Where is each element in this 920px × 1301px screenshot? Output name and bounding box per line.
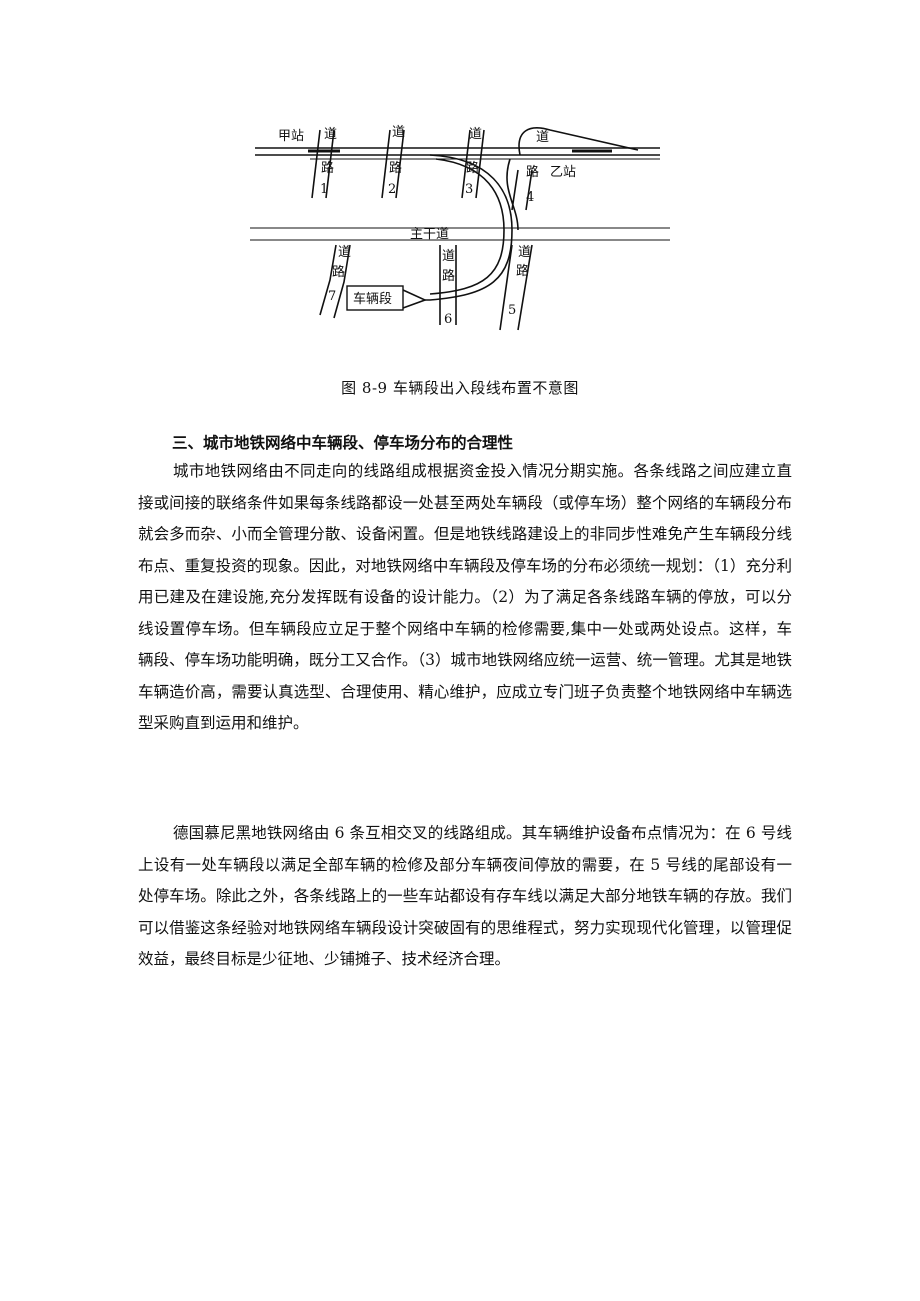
label-road-3-num: 3	[465, 182, 473, 197]
label-road-7-a: 道	[338, 245, 351, 260]
label-station-b: 乙站	[550, 165, 576, 180]
label-station-a: 甲站	[278, 129, 304, 144]
section-heading: 三、城市地铁网络中车辆段、停车场分布的合理性	[172, 433, 514, 452]
label-road-1-num: 1	[320, 182, 328, 197]
body-paragraph-2: 德国慕尼黑地铁网络由 6 条互相交叉的线路组成。其车辆维护设备布点情况为：在 6…	[138, 824, 792, 968]
label-road-4-b: 路	[526, 164, 539, 180]
body-paragraph-1: 城市地铁网络由不同走向的线路组成根据资金投入情况分期实施。各条线路之间应建立直接…	[138, 462, 792, 732]
label-road-2-a: 道	[392, 125, 405, 140]
label-road-6-b: 路	[442, 268, 455, 284]
label-road-4-num: 4	[526, 190, 534, 205]
figure-caption: 图 8-9 车辆段出入段线布置不意图	[341, 379, 579, 397]
label-road-6-num: 6	[444, 312, 452, 327]
track-layout-diagram: 甲站 乙站 主干道 车辆段 道 路 1 道 路 2 道 路 3 道 路 4 道 …	[250, 125, 670, 331]
label-road-5-b: 路	[516, 263, 529, 279]
label-road-7-num: 7	[328, 289, 336, 304]
label-road-2-num: 2	[388, 182, 396, 197]
label-road-3-b: 路	[466, 160, 479, 176]
label-road-1-a: 道	[324, 127, 337, 142]
label-road-5-a: 道	[518, 245, 531, 260]
label-road-1-b: 路	[321, 160, 334, 176]
label-road-2-b: 路	[389, 160, 402, 176]
label-road-6-a: 道	[442, 249, 455, 264]
label-road-4-a: 道	[536, 130, 549, 145]
label-road-3-a: 道	[469, 127, 482, 142]
label-road-5-num: 5	[508, 303, 516, 318]
depot-track-layout-figure: 甲站 乙站 主干道 车辆段 道 路 1 道 路 2 道 路 3 道 路 4 道 …	[250, 110, 670, 350]
label-road-7-b: 路	[332, 264, 345, 280]
label-depot: 车辆段	[353, 291, 392, 307]
label-main-road: 主干道	[410, 227, 449, 242]
